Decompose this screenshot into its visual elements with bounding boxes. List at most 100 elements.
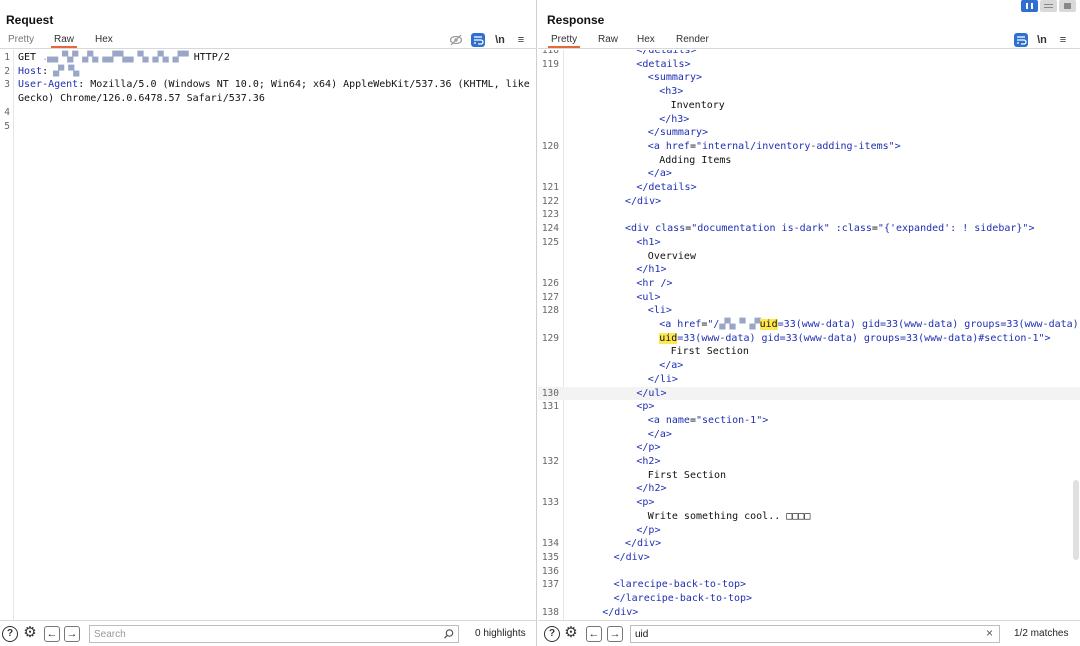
line-code: </p>: [636, 441, 660, 455]
request-search-box[interactable]: [89, 625, 459, 643]
request-tab-raw[interactable]: Raw: [51, 33, 78, 48]
code-line: 5: [0, 120, 536, 134]
search-icon[interactable]: [443, 626, 454, 646]
line-code: </div>: [602, 606, 638, 620]
split-view-icon[interactable]: [1021, 0, 1038, 12]
code-token: Write something cool.. □□□□: [647, 510, 811, 522]
request-tab-pretty[interactable]: Pretty: [8, 34, 35, 45]
line-code: </div>: [625, 537, 661, 551]
code-line: 124<div class="documentation is-dark" :c…: [538, 222, 1080, 236]
code-token: "{'expanded': ! sidebar}": [877, 223, 1029, 235]
response-editor[interactable]: 118 </details> 119<details><summary><h3>In…: [538, 50, 1080, 620]
code-token: >: [1044, 332, 1051, 344]
code-line: <summary>: [538, 71, 1080, 85]
code-token: =: [689, 140, 696, 152]
menu-icon[interactable]: ≡: [517, 34, 525, 46]
wrap-icon[interactable]: [471, 33, 485, 47]
code-token: Inventory: [670, 99, 725, 111]
newline-toggle[interactable]: \n: [1037, 34, 1047, 46]
code-token: HTTP/2: [187, 52, 230, 63]
line-number: 133: [541, 497, 559, 509]
code-token: </details>: [636, 50, 697, 56]
code-line: <h3>: [538, 85, 1080, 99]
code-line: 129 uid=33(www-data) gid=33(www-data) gro…: [538, 332, 1080, 346]
response-tab-render[interactable]: Render: [676, 34, 709, 45]
line-number: 125: [541, 236, 559, 248]
clear-search-icon[interactable]: ×: [985, 626, 993, 640]
response-search-input[interactable]: [635, 626, 999, 642]
back-arrow-icon[interactable]: ←: [586, 626, 602, 642]
code-token: <hr />: [636, 277, 673, 289]
forward-arrow-icon[interactable]: →: [64, 626, 80, 642]
response-match-count: 1/2 matches: [1014, 628, 1069, 639]
code-line: 130</ul>: [538, 386, 1080, 401]
code-token: =33(www-data) gid=33(www-data) groups=33…: [777, 319, 1079, 330]
code-token: >: [762, 414, 769, 426]
line-code: </a>: [648, 428, 672, 442]
code-token: : Mozilla/5.0 (Windows NT 10.0; Win64; x…: [78, 79, 530, 91]
single-view-icon[interactable]: [1059, 0, 1076, 12]
code-token: </h3>: [659, 113, 690, 125]
code-token: .▄▄ ▀▄▀ ▄▀▄ ▄▄▀▀▄▄ ▀▄ ▄▀▄ ▄▀▀: [42, 52, 189, 63]
code-token: class: [655, 223, 686, 235]
line-number: 120: [541, 140, 559, 152]
line-number: 118: [541, 50, 559, 56]
line-number: 134: [541, 538, 559, 550]
horizontal-view-icon[interactable]: [1040, 0, 1057, 12]
code-line: 138 </div>: [538, 606, 1080, 620]
code-token: <ul>: [636, 291, 661, 303]
code-token: ▄▀▄ ▀ ▄▀: [719, 319, 760, 330]
newline-toggle[interactable]: \n: [495, 34, 505, 46]
line-code: </p>: [636, 524, 660, 538]
code-token: "section-1": [695, 414, 763, 426]
code-token: <h3>: [659, 86, 684, 98]
code-token: >: [894, 140, 901, 152]
code-line: 118 </details>: [538, 50, 1080, 58]
back-arrow-icon[interactable]: ←: [44, 626, 60, 642]
forward-arrow-icon[interactable]: →: [607, 626, 623, 642]
code-line: </h3>: [538, 113, 1080, 127]
line-code: uid=33(www-data) gid=33(www-data) groups…: [659, 332, 1051, 346]
request-search-input[interactable]: [94, 626, 458, 642]
help-icon[interactable]: ?: [2, 626, 18, 642]
response-tab-raw[interactable]: Raw: [598, 34, 619, 45]
request-tab-hex[interactable]: Hex: [95, 34, 113, 45]
code-token: <h1>: [636, 236, 661, 248]
code-line: </p>: [538, 524, 1080, 538]
line-code: <p>: [636, 400, 654, 414]
help-icon[interactable]: ?: [544, 626, 560, 642]
code-line: First Section: [538, 469, 1080, 483]
code-token: </div>: [625, 195, 662, 207]
response-bottombar: ? ⚙ ← → × 1/2 matches: [538, 620, 1080, 646]
code-line: Overview: [538, 250, 1080, 264]
code-line: <a name="section-1">: [538, 414, 1080, 428]
line-code: </h1>: [636, 263, 666, 277]
line-number: 129: [541, 332, 559, 344]
response-tab-pretty[interactable]: Pretty: [548, 33, 581, 48]
code-token: <div: [625, 223, 656, 235]
code-line: Write something cool.. □□□□: [538, 510, 1080, 524]
code-token: </details>: [636, 182, 697, 193]
response-gutter: [538, 50, 564, 620]
code-token: </h2>: [636, 483, 667, 495]
gear-icon[interactable]: ⚙: [564, 624, 578, 641]
code-line: First Section: [538, 345, 1080, 359]
menu-icon[interactable]: ≡: [1059, 34, 1067, 46]
line-number: 138: [541, 606, 559, 618]
eye-off-icon[interactable]: [449, 33, 463, 47]
code-token: >: [1028, 223, 1035, 235]
gear-icon[interactable]: ⚙: [23, 624, 37, 641]
response-scrollbar[interactable]: [1073, 480, 1079, 560]
code-line: 119<details>: [538, 58, 1080, 72]
line-number: 126: [541, 277, 559, 289]
response-search-box[interactable]: ×: [630, 625, 1000, 643]
line-number: 4: [4, 106, 10, 118]
code-line: Adding Items: [538, 154, 1080, 168]
code-line: 125 <h1>: [538, 236, 1080, 250]
wrap-icon[interactable]: [1014, 33, 1028, 47]
code-line: </a>: [538, 428, 1080, 442]
response-tab-hex[interactable]: Hex: [637, 34, 655, 45]
code-token: </p>: [636, 524, 661, 536]
